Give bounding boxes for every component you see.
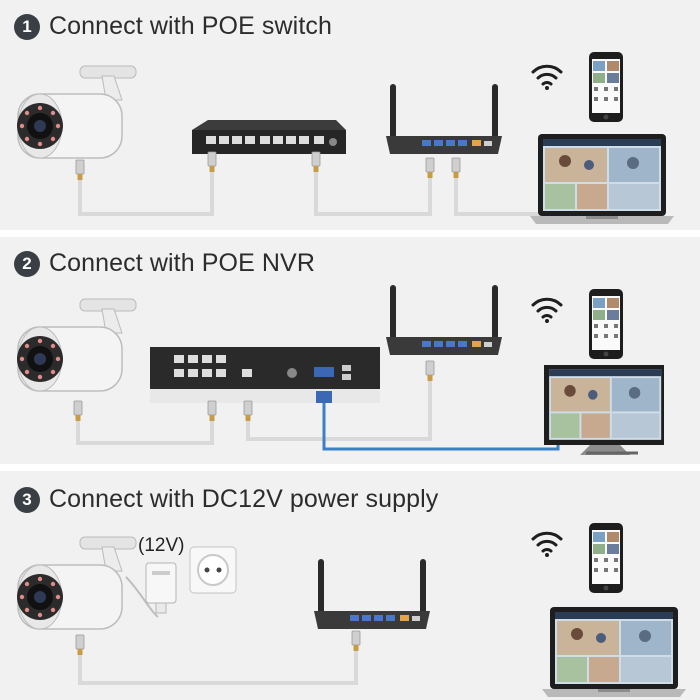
section-3-illustration <box>16 523 700 700</box>
ethernet-cable <box>78 160 214 216</box>
wifi-router-icon <box>386 84 502 154</box>
section-3-heading: 3 Connect with DC12V power supply <box>14 485 438 514</box>
section-2-illustration <box>16 285 664 455</box>
wall-socket-icon <box>189 546 237 594</box>
wifi-icon <box>531 531 563 559</box>
bullet-camera-icon <box>16 65 137 159</box>
ethernet-cable <box>454 168 540 216</box>
step-number-badge: 1 <box>14 13 40 40</box>
section-title: Connect with DC12V power supply <box>49 485 439 513</box>
section-2-heading: 2 Connect with POE NVR <box>14 249 315 278</box>
wifi-icon <box>531 64 563 92</box>
wifi-router-icon <box>314 559 430 629</box>
section-title: Connect with POE switch <box>49 12 332 40</box>
ethernet-plug-icon <box>75 634 85 656</box>
poe-nvr-icon <box>150 347 380 403</box>
vga-connector-icon <box>316 391 332 403</box>
ethernet-cable <box>78 643 358 685</box>
smartphone-icon <box>589 289 623 359</box>
ethernet-plug-icon <box>207 400 217 422</box>
ethernet-plug-icon <box>425 360 435 382</box>
wifi-router-icon <box>386 285 502 355</box>
bullet-camera-icon <box>16 536 137 630</box>
ethernet-plug-icon <box>451 157 461 179</box>
power-cable <box>125 576 159 618</box>
section-poe-nvr: 2 Connect with POE NVR <box>0 237 700 464</box>
ethernet-plug-icon <box>243 400 253 422</box>
wifi-icon <box>531 297 563 325</box>
laptop-icon <box>542 607 686 697</box>
step-number-badge: 3 <box>14 486 40 513</box>
poe-switch-icon <box>192 120 346 154</box>
ethernet-cable <box>246 373 432 441</box>
bullet-camera-icon <box>16 298 137 392</box>
section-1-illustration <box>16 52 700 230</box>
ethernet-plug-icon <box>351 630 361 652</box>
step-number-badge: 2 <box>14 250 40 277</box>
ethernet-plug-icon <box>75 159 85 181</box>
ethernet-plug-icon <box>207 151 217 173</box>
monitor-icon <box>544 365 664 455</box>
section-1-heading: 1 Connect with POE switch <box>14 12 332 41</box>
ethernet-plug-icon <box>73 400 83 422</box>
ethernet-plug-icon <box>425 157 435 179</box>
ethernet-cable <box>314 160 432 216</box>
power-adapter-icon <box>145 562 177 614</box>
voltage-label: (12V) <box>138 535 185 556</box>
ethernet-cable <box>76 409 214 445</box>
vga-cable <box>322 399 560 451</box>
section-title: Connect with POE NVR <box>49 249 315 277</box>
section-dc12v-power: 3 Connect with DC12V power supply (12V) <box>0 471 700 700</box>
ethernet-plug-icon <box>311 151 321 173</box>
smartphone-icon <box>589 52 623 122</box>
smartphone-icon <box>589 523 623 593</box>
section-poe-switch: 1 Connect with POE switch <box>0 0 700 230</box>
laptop-icon <box>530 134 674 224</box>
